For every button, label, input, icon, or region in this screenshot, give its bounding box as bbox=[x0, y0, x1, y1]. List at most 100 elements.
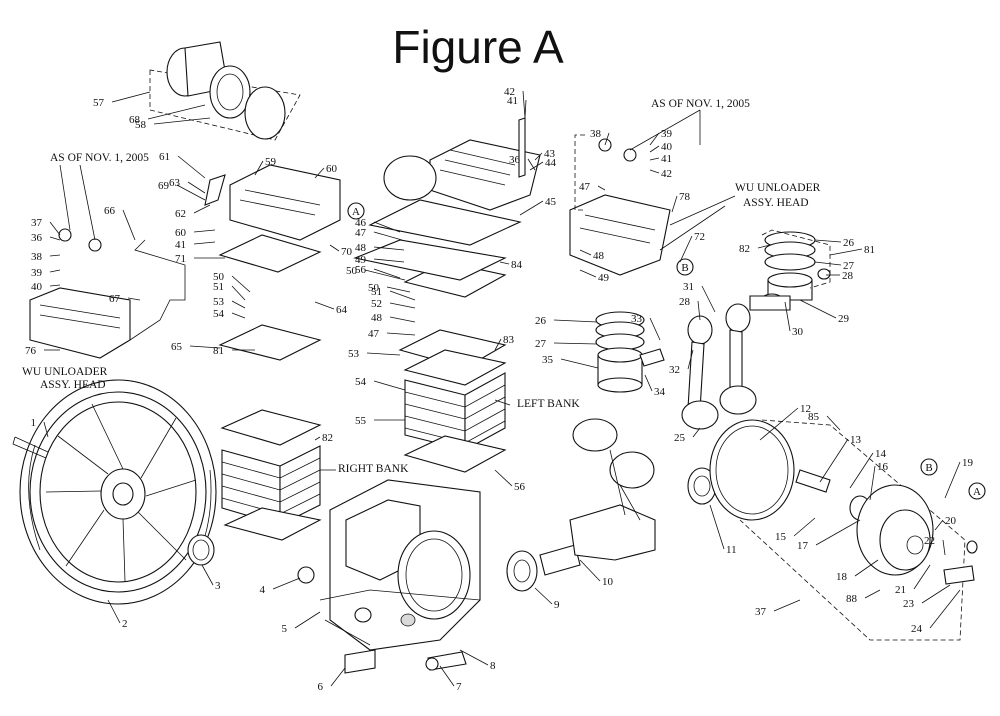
callout-leader-line bbox=[231, 300, 246, 309]
callout-number: 44 bbox=[545, 157, 557, 169]
callout-leader-line bbox=[784, 301, 791, 332]
callout-number: 26 bbox=[535, 315, 547, 327]
callout-leader-line bbox=[759, 407, 799, 441]
callout-number: 76 bbox=[25, 345, 37, 357]
callout-leader-line bbox=[560, 358, 599, 369]
callout-number: 38 bbox=[31, 251, 43, 263]
callout-leader-line bbox=[499, 261, 510, 265]
unloader-right-drawing bbox=[569, 134, 671, 276]
callout-leader-line bbox=[579, 559, 601, 582]
callout-leader-line bbox=[189, 345, 221, 349]
callout-leader-line bbox=[314, 301, 335, 310]
callout-leader-line bbox=[373, 258, 405, 263]
callout-number: 48 bbox=[593, 250, 605, 262]
callout-leader-line bbox=[757, 244, 771, 249]
callout-leader-line bbox=[122, 209, 136, 241]
callout-number: 39 bbox=[31, 267, 43, 279]
bearing-cover-drawing bbox=[709, 419, 978, 641]
callout-leader-line bbox=[373, 221, 401, 233]
callout-leader-line bbox=[254, 160, 264, 176]
callout-number: 63 bbox=[169, 177, 181, 189]
callout-number: 48 bbox=[355, 242, 367, 254]
callout-number: 51 bbox=[213, 281, 224, 293]
callout-number: 41 bbox=[661, 153, 672, 165]
callout-leader-line bbox=[389, 290, 416, 301]
callout-number: 65 bbox=[171, 341, 183, 353]
callout-number: 62 bbox=[175, 208, 186, 220]
connector-label: B bbox=[681, 262, 688, 274]
callout-number: 42 bbox=[661, 168, 672, 180]
callout-leader-line bbox=[687, 349, 694, 370]
callout-number: 18 bbox=[836, 571, 848, 583]
callout-leader-line bbox=[193, 229, 216, 233]
callout-number: 26 bbox=[843, 237, 855, 249]
callout-number: 33 bbox=[631, 313, 643, 325]
callout-leader-line bbox=[49, 236, 61, 241]
callout-number: 41 bbox=[507, 95, 518, 107]
callout-number: 5 bbox=[282, 623, 288, 635]
callout-leader-line bbox=[934, 519, 944, 531]
callout-number: 61 bbox=[159, 151, 170, 163]
callout-leader-line bbox=[799, 299, 837, 319]
callout-leader-line bbox=[386, 286, 411, 293]
callout-leader-line bbox=[111, 91, 151, 103]
callout-number: 55 bbox=[355, 415, 367, 427]
crankcase-drawing bbox=[297, 479, 481, 674]
callout-leader-line bbox=[373, 268, 401, 279]
callout-number: 1 bbox=[31, 417, 37, 429]
callout-number: 39 bbox=[661, 128, 673, 140]
callout-leader-line bbox=[147, 104, 206, 120]
callout-leader-line bbox=[272, 577, 301, 590]
callout-number: 88 bbox=[846, 593, 858, 605]
callout-number: 56 bbox=[514, 481, 526, 493]
callout-number: 34 bbox=[654, 386, 666, 398]
callout-number: 69 bbox=[158, 180, 170, 192]
callout-number: 46 bbox=[355, 217, 367, 229]
note-unloader-left-1: WU UNLOADER bbox=[22, 366, 108, 378]
callout-number: 21 bbox=[895, 584, 906, 596]
callout-number: 83 bbox=[503, 334, 515, 346]
callout-number: 54 bbox=[355, 376, 367, 388]
callout-number: 32 bbox=[669, 364, 680, 376]
callout-number: 78 bbox=[679, 191, 691, 203]
callout-number: 84 bbox=[511, 259, 523, 271]
callout-number: 31 bbox=[683, 281, 694, 293]
callout-leader-line bbox=[127, 297, 141, 301]
callout-leader-line bbox=[671, 195, 678, 213]
right-bank-drawing bbox=[218, 234, 322, 541]
unloader-left-drawing bbox=[29, 228, 186, 359]
callout-leader-line bbox=[942, 539, 946, 556]
callout-leader-line bbox=[709, 504, 725, 550]
callout-number: 40 bbox=[661, 141, 673, 153]
callout-number: 49 bbox=[598, 272, 610, 284]
callout-number: 71 bbox=[175, 253, 186, 265]
callout-number: 47 bbox=[368, 328, 380, 340]
note-as-of-right: AS OF NOV. 1, 2005 bbox=[651, 98, 750, 110]
callout-leader-line bbox=[176, 184, 206, 201]
callout-number: 20 bbox=[945, 515, 957, 527]
callout-number: 49 bbox=[355, 254, 367, 266]
callout-leader-line bbox=[679, 235, 693, 263]
connector-a-right bbox=[968, 482, 986, 500]
callout-leader-line bbox=[389, 302, 416, 309]
air-filter-drawing bbox=[149, 41, 301, 141]
callout-number: 81 bbox=[213, 345, 224, 357]
callout-leader-line bbox=[793, 517, 816, 537]
note-left-bank: LEFT BANK bbox=[517, 398, 580, 410]
callout-leader-line bbox=[644, 374, 653, 392]
callout-number: 17 bbox=[797, 540, 809, 552]
callout-number: 82 bbox=[322, 432, 333, 444]
callout-number: 8 bbox=[490, 660, 496, 672]
callout-leader-line bbox=[177, 155, 206, 179]
callout-number: 22 bbox=[924, 535, 935, 547]
callout-number: 43 bbox=[544, 148, 556, 160]
callout-leader-line bbox=[814, 261, 842, 266]
callout-leader-line bbox=[773, 599, 801, 612]
note-unloader-left-2: ASSY. HEAD bbox=[40, 379, 106, 391]
callout-leader-line bbox=[649, 145, 660, 153]
callout-number: 41 bbox=[175, 239, 186, 251]
callout-leader-line bbox=[829, 248, 863, 256]
callout-number: 14 bbox=[875, 448, 887, 460]
callout-leader-line bbox=[231, 285, 246, 301]
